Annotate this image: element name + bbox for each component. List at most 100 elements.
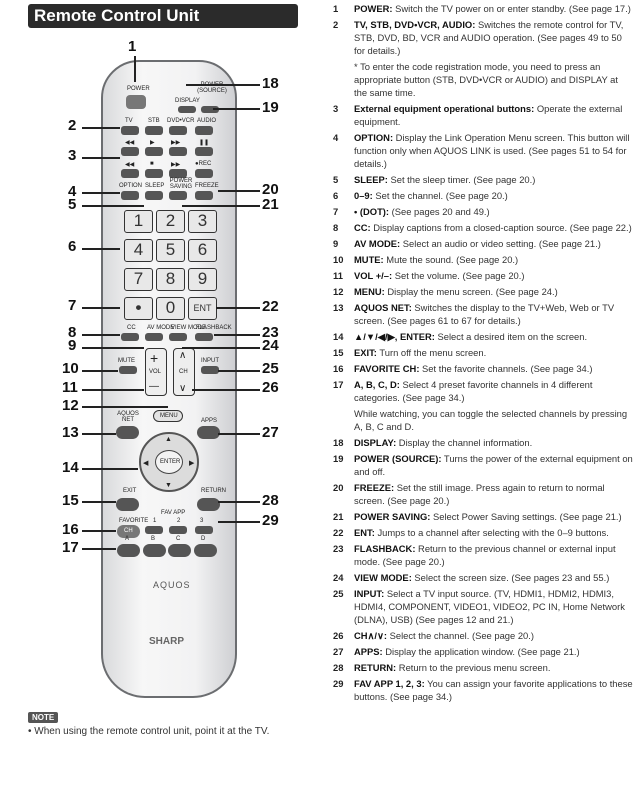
rewind-button [121,147,139,156]
note-text: • When using the remote control unit, po… [28,726,270,737]
play-button [145,147,163,156]
item-number: 1 [333,3,339,14]
section-title: Remote Control Unit [34,6,200,25]
callout-24: 24 [262,337,279,354]
digit-9: 9 [188,268,217,291]
item-heading: External equipment operational buttons: [354,103,535,114]
dot-button: • [124,297,153,320]
section-title-bar: Remote Control Unit [28,4,298,28]
leader-5 [82,205,144,207]
item-text: Display captions from a closed-caption s… [370,222,632,233]
channel-rocker: ∧ CH ∨ [173,348,195,396]
callout-28: 28 [262,492,279,509]
description-item: 14▲/▼/◀/▶, ENTER: Select a desired item … [333,330,633,343]
ch-label: CH [179,369,188,375]
item-heading: MUTE: [354,254,384,265]
digit-4: 4 [124,239,153,262]
exit-button [116,498,139,511]
item-text: Select the channel. (See page 20.) [387,630,534,641]
prev-button [121,169,139,178]
vol-minus-label: — [149,381,159,392]
callout-18: 18 [262,75,279,92]
leader-4 [82,192,120,194]
digit-7: 7 [124,268,153,291]
item-number: 7 [333,206,339,217]
b-label: B [151,536,156,542]
leader-1 [134,56,136,82]
callout-11: 11 [62,379,78,396]
display-label: DISPLAY [175,98,200,104]
item-text: While watching, you can toggle the selec… [354,408,628,432]
item-number: 17 [333,379,344,390]
leader-24 [182,347,260,349]
callout-7: 7 [68,297,77,314]
d-label: D [201,536,206,542]
c-label: C [176,536,181,542]
item-text: Set the volume. (See page 20.) [392,270,525,281]
input-label: INPUT [201,358,219,364]
a-label: A [125,536,130,542]
audio-button [195,126,213,135]
menu-label: MENU [160,413,178,419]
tv-label: TV [125,118,133,124]
item-number: 21 [333,511,344,522]
callout-21: 21 [262,196,279,213]
callout-8: 8 [68,324,77,341]
fav-app-3-label: 3 [200,518,204,524]
item-number: 4 [333,132,339,143]
return-label: RETURN [201,488,226,494]
power-saving-label: POWER SAVING [169,178,193,190]
rewind-icon: ◀◀ [125,140,135,146]
item-heading: ▲/▼/◀/▶, ENTER: [354,331,435,342]
item-heading: INPUT: [354,588,385,599]
callout-25: 25 [262,360,279,377]
item-number: 28 [333,662,344,673]
dpad: ▲ ▼ ◀ ▶ ENTER [139,432,199,492]
item-heading: VOL +/–: [354,270,393,281]
item-text: Set the still image. Press again to retu… [354,482,605,506]
callout-1: 1 [128,38,137,55]
item-text: (See pages 20 and 49.) [389,206,490,217]
sleep-button [145,191,163,200]
callout-29: 29 [262,512,279,529]
rec-button [195,169,213,178]
stop-icon: ■ [150,161,154,167]
callout-10: 10 [62,360,79,377]
display-button [178,106,196,113]
volume-rocker: + VOL — [145,348,167,396]
item-number: 9 [333,238,339,249]
callout-3: 3 [68,147,77,164]
item-text: Display the menu screen. (See page 24.) [384,286,558,297]
item-number: 18 [333,437,344,448]
leader-29 [218,521,260,523]
a-button [117,544,140,557]
item-text: Select the screen size. (See pages 23 an… [411,572,610,583]
item-heading: • (DOT): [354,206,390,217]
callout-4: 4 [68,183,77,200]
cc-label: CC [127,325,136,331]
next-icon: ▶▶ [171,162,181,168]
item-number: 26 [333,630,344,641]
leader-17 [82,548,116,550]
flashback-label: FLASHBACK [196,325,232,331]
down-arrow-icon: ▼ [165,482,172,489]
digit-3: 3 [188,210,217,233]
item-text: Select a TV input source. (TV, HDMI1, HD… [354,588,625,625]
ent-button: ENT [188,297,217,320]
item-text: Return to the previous menu screen. [396,662,551,673]
power-label: POWER [127,86,150,92]
leader-8 [82,334,120,336]
flashback-button [195,333,213,341]
item-number: 20 [333,482,344,493]
